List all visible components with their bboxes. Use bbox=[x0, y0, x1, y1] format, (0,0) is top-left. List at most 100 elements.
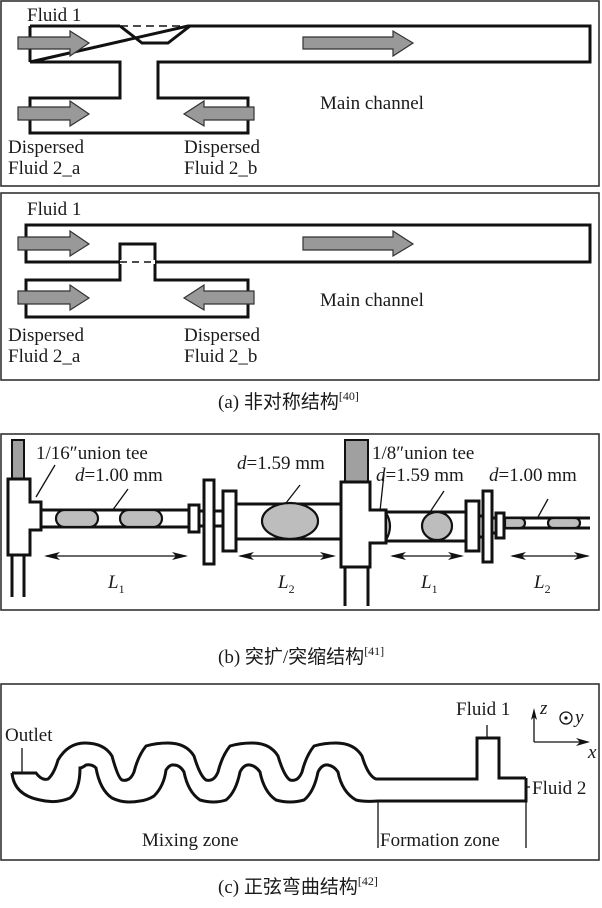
value: =1.00 mm bbox=[85, 465, 163, 486]
fitting-nut bbox=[464, 499, 481, 553]
var-L: L bbox=[107, 572, 119, 593]
z-arrowhead bbox=[531, 708, 537, 720]
panel-a-top-frame bbox=[0, 0, 600, 187]
label-axis-z: z bbox=[539, 698, 548, 719]
label-union-tee-1-8: 1/8″union tee bbox=[372, 443, 474, 464]
flow-arrow-right bbox=[17, 229, 91, 258]
label-union-tee-1-16: 1/16″union tee bbox=[36, 443, 148, 464]
label-L1: L1 bbox=[107, 572, 125, 596]
leader-line bbox=[285, 484, 301, 504]
label-diameter-1: d=1.59 mm bbox=[376, 465, 464, 486]
label-main-channel: Main channel bbox=[320, 93, 424, 114]
droplet bbox=[420, 510, 454, 542]
arrowhead bbox=[44, 552, 60, 560]
leader-line bbox=[35, 464, 56, 498]
droplet-partial bbox=[503, 516, 527, 530]
caption-b-ref: [41] bbox=[364, 644, 384, 658]
panel-c: z y x Outlet Fluid 1 Fluid 2 Mixing zone… bbox=[0, 683, 600, 861]
label-mixing-zone: Mixing zone bbox=[142, 830, 239, 851]
t-junction-channel bbox=[28, 24, 592, 135]
label-diameter-2: d=1.00 mm bbox=[489, 465, 577, 486]
label-dispersed-a-2: Fluid 2_a bbox=[8, 158, 81, 179]
sine-channel-upper-wall bbox=[12, 736, 526, 782]
inlet-tube-filled bbox=[344, 439, 369, 483]
flow-arrow-left bbox=[182, 283, 255, 312]
droplet bbox=[546, 516, 582, 530]
droplet bbox=[54, 508, 100, 529]
y-axis-dot bbox=[564, 716, 568, 720]
label-dispersed-b-1: Dispersed bbox=[184, 137, 260, 158]
arrowhead bbox=[448, 552, 464, 560]
var-d: d bbox=[75, 465, 85, 486]
caption-b-text: (b) 突扩/突缩结构 bbox=[218, 646, 364, 668]
panel-a-bottom: Fluid 1 Main channel Dispersed Fluid 2_a… bbox=[0, 192, 600, 381]
subscript: 1 bbox=[432, 582, 438, 596]
label-fluid2: Fluid 2 bbox=[532, 778, 586, 799]
flow-arrow-right bbox=[302, 29, 415, 58]
label-dispersed-b-2: Fluid 2_b bbox=[184, 346, 257, 367]
caption-a-ref: [40] bbox=[339, 389, 359, 403]
droplet bbox=[118, 508, 164, 529]
label-axis-y: y bbox=[573, 707, 584, 728]
flow-arrow-right bbox=[17, 283, 91, 312]
flange bbox=[481, 489, 494, 564]
label-outlet: Outlet bbox=[5, 725, 53, 746]
assembly-left: 1/16″union tee d=1.00 mm d=1.59 mm L1 L2 bbox=[6, 439, 340, 597]
leader-line bbox=[111, 488, 129, 512]
label-dispersed-b-2: Fluid 2_b bbox=[184, 158, 257, 179]
assembly-right: 1/8″union tee d=1.59 mm d=1.00 mm L1 L2 bbox=[339, 439, 590, 606]
value: =1.59 mm bbox=[386, 465, 464, 486]
axis-indicator: z y x bbox=[531, 698, 597, 763]
flow-arrow-left bbox=[182, 99, 255, 128]
caption-c-text: (c) 正弦弯曲结构 bbox=[218, 876, 358, 898]
flow-arrow-right bbox=[17, 29, 91, 58]
leader-line bbox=[429, 490, 445, 513]
var-d: d bbox=[376, 465, 386, 486]
union-tee-1-8 bbox=[339, 480, 388, 569]
label-formation-zone: Formation zone bbox=[380, 830, 500, 851]
label-diameter-2: d=1.59 mm bbox=[237, 453, 325, 474]
label-L1: L1 bbox=[420, 572, 438, 596]
label-fluid1: Fluid 1 bbox=[27, 199, 81, 220]
leader-line bbox=[537, 498, 549, 518]
flange bbox=[202, 478, 216, 566]
caption-a-text: (a) 非对称结构 bbox=[218, 391, 339, 413]
arrowhead bbox=[320, 552, 336, 560]
label-diameter-1: d=1.00 mm bbox=[75, 465, 163, 486]
fitting-nut bbox=[221, 489, 238, 553]
label-dispersed-a-1: Dispersed bbox=[8, 137, 84, 158]
label-main-channel: Main channel bbox=[320, 290, 424, 311]
label-fluid1: Fluid 1 bbox=[456, 699, 510, 720]
fitting-nut bbox=[187, 503, 201, 534]
panel-a-top: Fluid 1 Main channel Dispersed Fluid 2_a… bbox=[0, 0, 600, 187]
caption-c: (c) 正弦弯曲结构[42] bbox=[218, 874, 378, 898]
x-arrowhead bbox=[576, 738, 590, 746]
label-dispersed-b-1: Dispersed bbox=[184, 325, 260, 346]
subscript: 2 bbox=[289, 582, 295, 596]
value: =1.00 mm bbox=[499, 465, 577, 486]
arrowhead bbox=[574, 552, 590, 560]
flow-arrow-right bbox=[302, 229, 415, 258]
caption-c-ref: [42] bbox=[358, 874, 378, 888]
inlet-tube-filled bbox=[11, 439, 25, 480]
arrowhead bbox=[510, 552, 526, 560]
label-fluid1: Fluid 1 bbox=[27, 5, 81, 26]
var-L: L bbox=[277, 572, 289, 593]
var-L: L bbox=[420, 572, 432, 593]
subscript: 2 bbox=[545, 582, 551, 596]
label-dispersed-a-2: Fluid 2_a bbox=[8, 346, 81, 367]
droplet bbox=[260, 501, 320, 541]
value: =1.59 mm bbox=[247, 453, 325, 474]
panel-b: 1/16″union tee d=1.00 mm d=1.59 mm L1 L2 bbox=[0, 433, 600, 611]
var-d: d bbox=[489, 465, 499, 486]
sine-channel-lower-wall bbox=[10, 763, 528, 804]
trapezoid-constriction bbox=[119, 24, 191, 45]
arrowhead bbox=[172, 552, 188, 560]
caption-a: (a) 非对称结构[40] bbox=[218, 389, 359, 413]
caption-b: (b) 突扩/突缩结构[41] bbox=[218, 644, 384, 668]
arrowhead bbox=[238, 552, 254, 560]
union-tee-1-16 bbox=[6, 477, 43, 557]
label-L2: L2 bbox=[277, 572, 295, 596]
subscript: 1 bbox=[119, 582, 125, 596]
